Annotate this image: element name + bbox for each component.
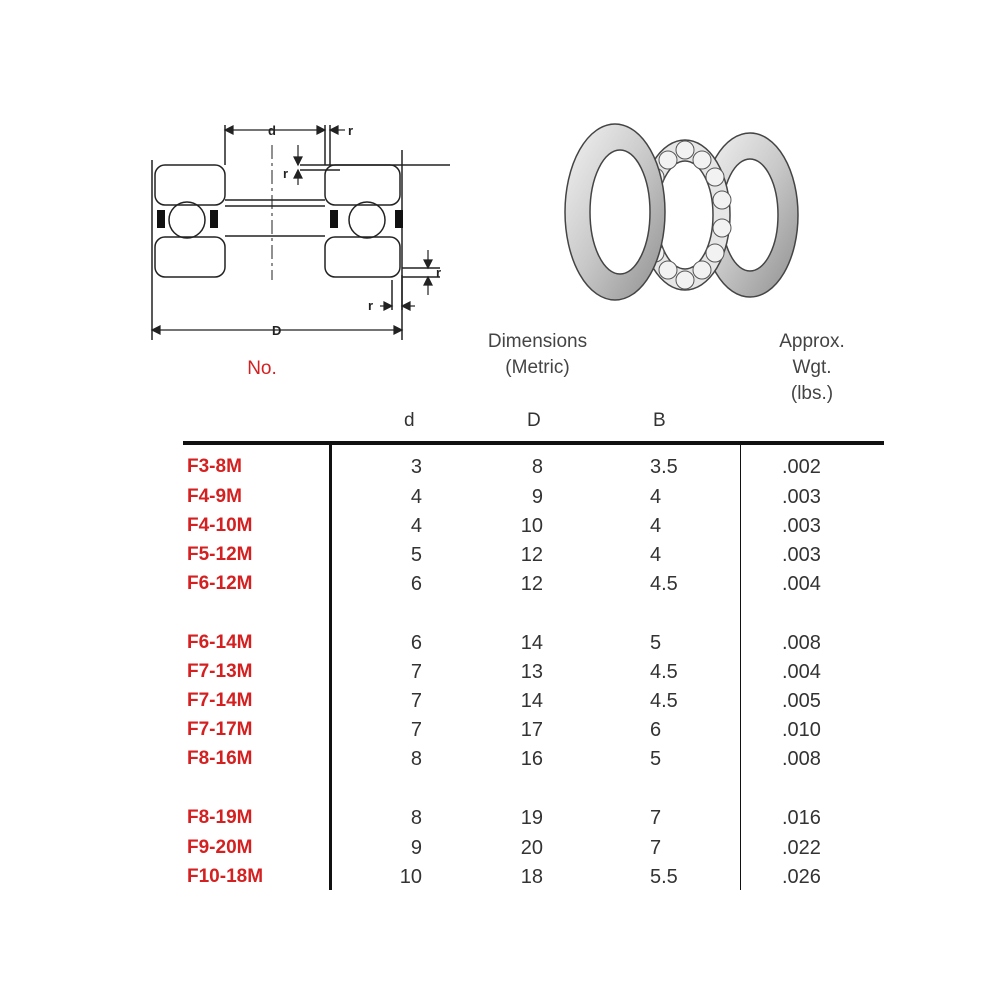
weight-header-line3: (lbs.) bbox=[790, 383, 834, 404]
value-d: 4 bbox=[410, 486, 422, 508]
value-weight: .010 bbox=[782, 719, 821, 741]
value-weight: .026 bbox=[782, 866, 821, 888]
value-weight: .002 bbox=[782, 456, 821, 478]
value-weight: .008 bbox=[782, 632, 821, 654]
header-rule bbox=[183, 441, 884, 445]
value-d: 5 bbox=[410, 544, 422, 566]
diagram-label-d: d bbox=[268, 123, 276, 138]
value-d: 3 bbox=[410, 456, 422, 478]
value-D: 16 bbox=[520, 748, 543, 770]
weight-header-line1: Approx. bbox=[779, 331, 845, 352]
column-header-d: d bbox=[404, 410, 415, 431]
dimensions-header-line1: Dimensions bbox=[487, 331, 588, 352]
value-d: 8 bbox=[410, 807, 422, 829]
value-d: 9 bbox=[410, 837, 422, 859]
diagram-label-r-top: r bbox=[348, 123, 353, 138]
value-B: 4 bbox=[650, 544, 662, 566]
value-d: 7 bbox=[410, 661, 422, 683]
diagram-label-r-left: r bbox=[283, 166, 288, 181]
value-weight: .003 bbox=[782, 544, 821, 566]
value-d: 10 bbox=[399, 866, 422, 888]
value-weight: .003 bbox=[782, 486, 821, 508]
part-number: F7-14M bbox=[187, 690, 253, 711]
value-d: 6 bbox=[410, 573, 422, 595]
part-number-divider bbox=[329, 445, 332, 890]
value-weight: .003 bbox=[782, 515, 821, 537]
value-B: 7 bbox=[650, 837, 662, 859]
value-D: 20 bbox=[520, 837, 543, 859]
value-weight: .016 bbox=[782, 807, 821, 829]
part-number: F7-17M bbox=[187, 719, 253, 740]
value-B: 5 bbox=[650, 748, 662, 770]
value-B: 3.5 bbox=[650, 456, 678, 478]
value-weight: .004 bbox=[782, 661, 821, 683]
value-d: 7 bbox=[410, 719, 422, 741]
value-B: 4 bbox=[650, 486, 662, 508]
part-number: F4-9M bbox=[187, 486, 242, 507]
value-d: 4 bbox=[410, 515, 422, 537]
diagram-label-r-bottom: r bbox=[368, 298, 373, 313]
part-number: F9-20M bbox=[187, 837, 253, 858]
value-weight: .005 bbox=[782, 690, 821, 712]
part-number: F3-8M bbox=[187, 456, 242, 477]
column-header-D: D bbox=[527, 410, 541, 431]
value-D: 19 bbox=[520, 807, 543, 829]
part-number: F8-19M bbox=[187, 807, 253, 828]
value-D: 18 bbox=[520, 866, 543, 888]
value-B: 4.5 bbox=[650, 661, 678, 683]
part-number: F5-12M bbox=[187, 544, 253, 565]
thrust-bearing-illustration bbox=[564, 123, 799, 301]
value-D: 12 bbox=[520, 573, 543, 595]
value-B: 6 bbox=[650, 719, 662, 741]
number-column-header: No. bbox=[247, 358, 277, 379]
dimensions-header-line2: (Metric) bbox=[505, 357, 570, 378]
value-D: 17 bbox=[520, 719, 543, 741]
value-weight: .008 bbox=[782, 748, 821, 770]
value-B: 4.5 bbox=[650, 573, 678, 595]
column-header-B: B bbox=[653, 410, 666, 431]
value-D: 12 bbox=[520, 544, 543, 566]
bearing-cross-section-diagram: d r r r r D bbox=[150, 123, 450, 340]
value-weight: .022 bbox=[782, 837, 821, 859]
value-D: 14 bbox=[520, 632, 543, 654]
value-D: 8 bbox=[531, 456, 543, 478]
part-number: F10-18M bbox=[187, 866, 264, 887]
value-B: 4.5 bbox=[650, 690, 678, 712]
part-number: F4-10M bbox=[187, 515, 253, 536]
value-d: 6 bbox=[410, 632, 422, 654]
weight-header-line2: Wgt. bbox=[792, 357, 832, 378]
value-D: 9 bbox=[531, 486, 543, 508]
value-D: 13 bbox=[520, 661, 543, 683]
value-B: 5.5 bbox=[650, 866, 678, 888]
part-number: F8-16M bbox=[187, 748, 253, 769]
value-D: 10 bbox=[520, 515, 543, 537]
part-number: F6-12M bbox=[187, 573, 253, 594]
value-B: 5 bbox=[650, 632, 662, 654]
value-B: 7 bbox=[650, 807, 662, 829]
value-d: 7 bbox=[410, 690, 422, 712]
part-number: F6-14M bbox=[187, 632, 253, 653]
value-weight: .004 bbox=[782, 573, 821, 595]
value-D: 14 bbox=[520, 690, 543, 712]
part-number: F7-13M bbox=[187, 661, 253, 682]
diagram-label-r-right: r bbox=[436, 265, 441, 280]
value-B: 4 bbox=[650, 515, 662, 537]
diagram-label-D: D bbox=[272, 323, 281, 338]
weight-divider bbox=[740, 445, 741, 890]
value-d: 8 bbox=[410, 748, 422, 770]
